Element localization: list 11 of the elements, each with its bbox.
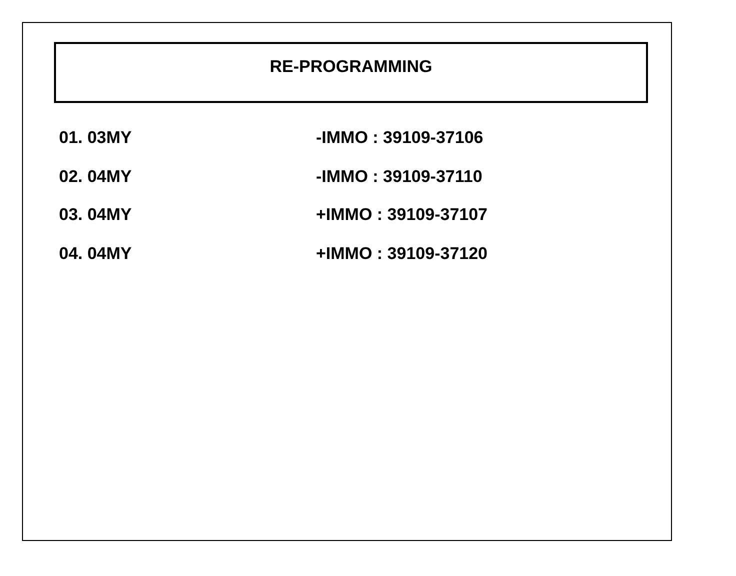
list-text: +IMMO : 39109-37120	[316, 244, 488, 264]
list-text: 01. 03MY	[59, 128, 132, 148]
list-text: 04. 04MY	[59, 244, 132, 264]
list-text: 02. 04MY	[59, 166, 132, 187]
title-box	[54, 42, 648, 103]
screen-frame	[22, 22, 672, 541]
list-text: +IMMO : 39109-37107	[316, 205, 488, 226]
title-text: RE-PROGRAMMING	[270, 56, 432, 78]
list-text: -IMMO : 39109-37106	[316, 128, 484, 148]
list-text: 03. 04MY	[59, 205, 132, 226]
list-text: -IMMO : 39109-37110	[316, 166, 482, 187]
